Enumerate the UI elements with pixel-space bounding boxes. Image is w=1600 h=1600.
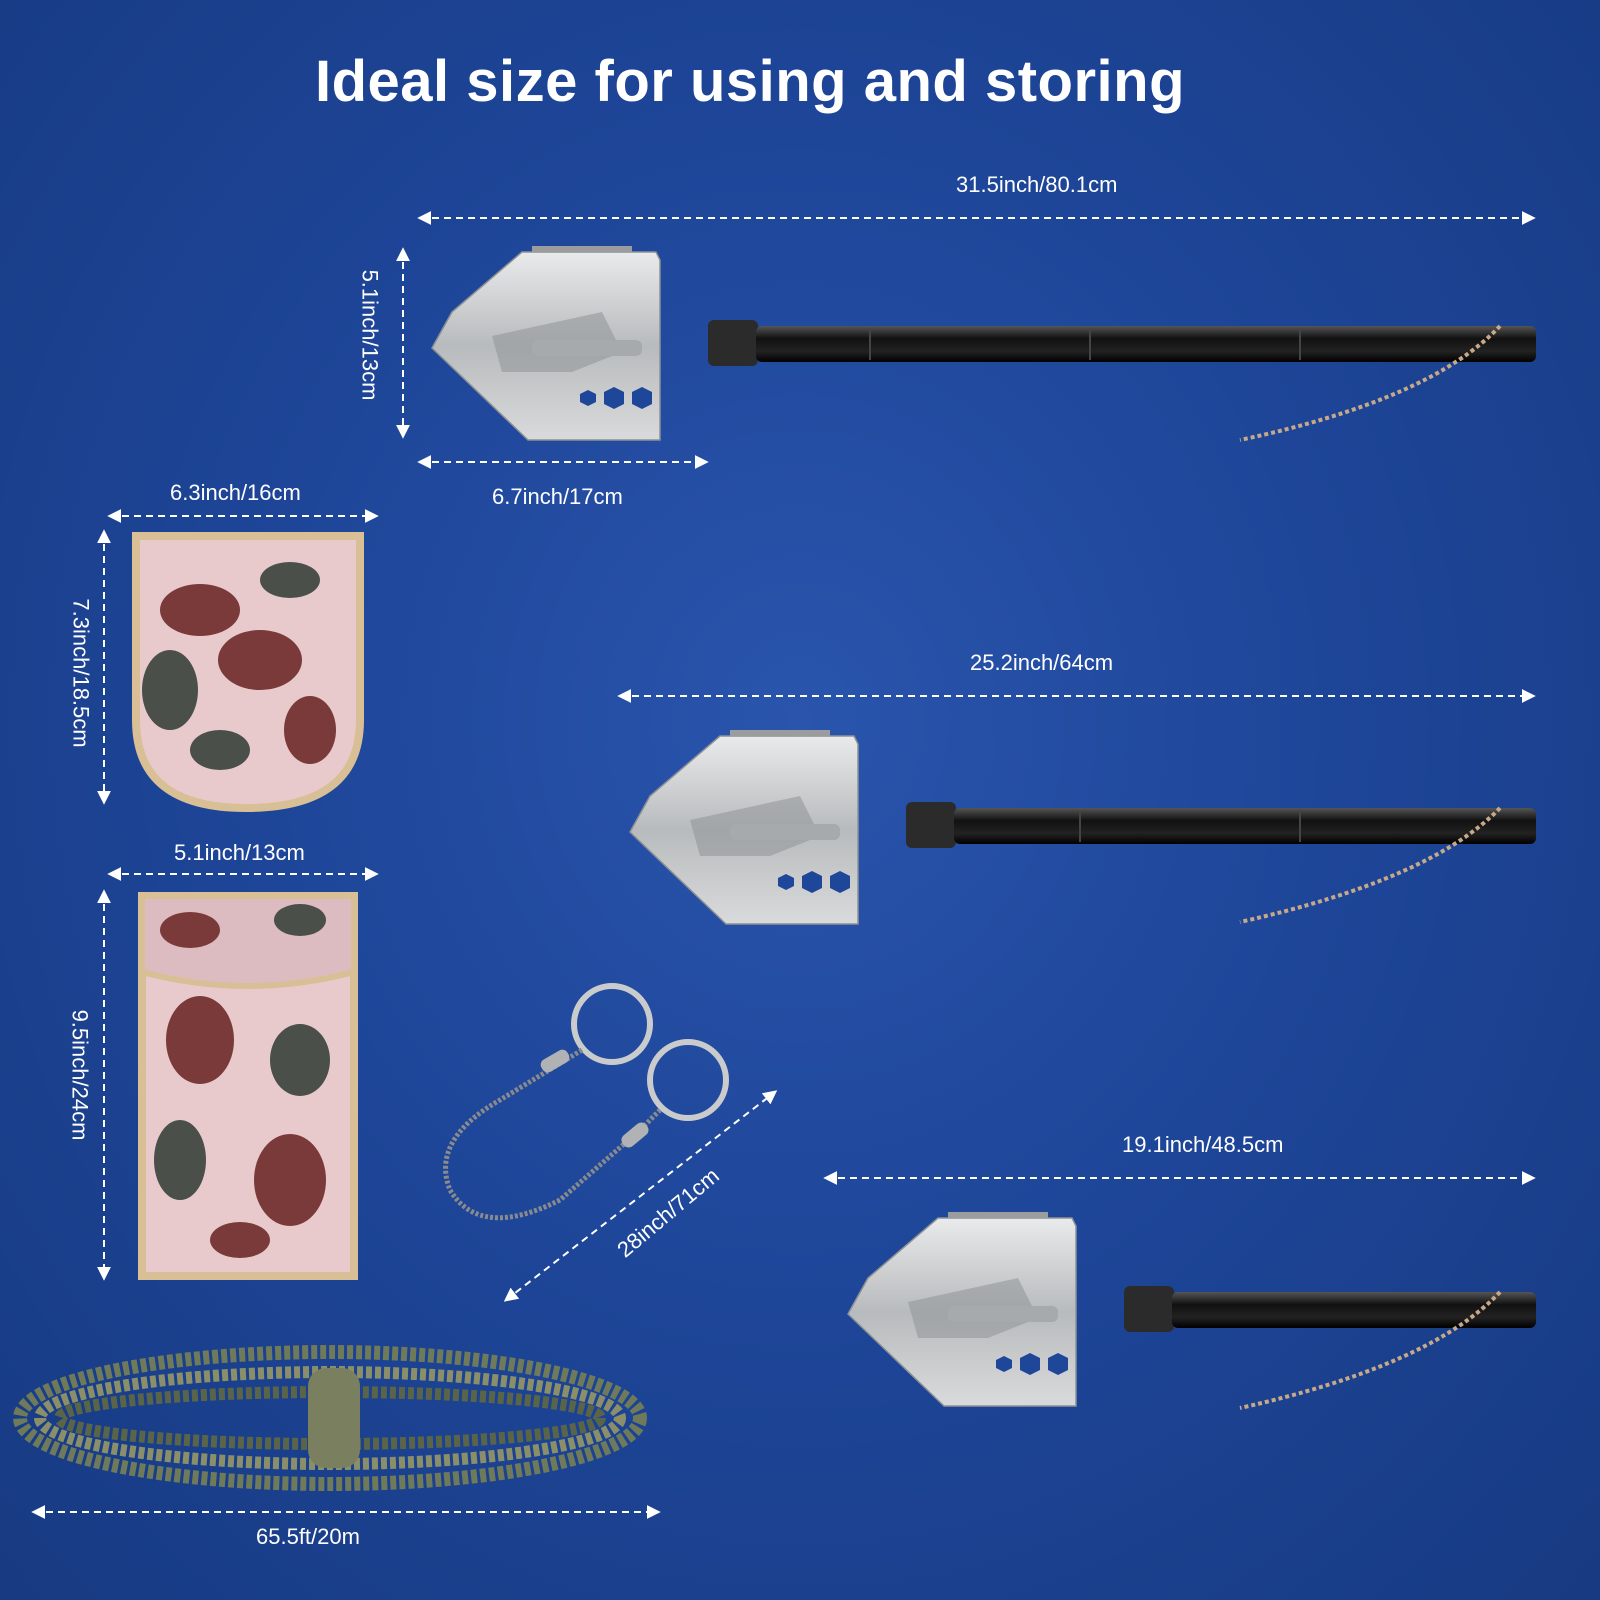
wire-saw-length-arrow (503, 1090, 778, 1302)
shovel-handle (954, 808, 1536, 844)
shovel-short-length-label: 19.1inch/48.5cm (1122, 1132, 1284, 1157)
wire-saw (443, 983, 778, 1302)
lanyard (1239, 1290, 1502, 1410)
small-pouch-height-label: 7.3inch/18.5cm (68, 598, 94, 748)
shovel-handle (756, 326, 1536, 362)
saw-ring (647, 1039, 729, 1121)
large-pouch (97, 867, 379, 1281)
shovel-mid-length-label: 25.2inch/64cm (970, 650, 1114, 675)
shovel-blade (431, 245, 661, 441)
large-pouch-height-label: 9.5inch/24cm (67, 1009, 93, 1141)
blade-height-label: 5.1inch/13cm (357, 269, 383, 401)
lanyard (1239, 806, 1502, 924)
shovel-blade (629, 729, 859, 925)
shovel-full-length-label: 31.5inch/80.1cm (956, 172, 1118, 197)
shovel-short-length (823, 1171, 1536, 1410)
paracord-bundle (13, 1345, 661, 1519)
blade-width-label: 6.7inch/17cm (492, 484, 623, 509)
shovel-mid-length (617, 689, 1536, 925)
small-pouch (97, 509, 379, 813)
shovel-full-length (396, 211, 1536, 469)
paracord-length-label: 65.5ft/20m (256, 1524, 360, 1549)
large-pouch-width-label: 5.1inch/13cm (174, 840, 305, 865)
small-pouch-width-label: 6.3inch/16cm (170, 480, 301, 505)
page-title: Ideal size for using and storing (315, 49, 1185, 114)
shovel-handle (1172, 1292, 1536, 1328)
saw-ring (571, 983, 653, 1065)
lanyard (1239, 324, 1502, 442)
shovel-blade (847, 1211, 1077, 1407)
